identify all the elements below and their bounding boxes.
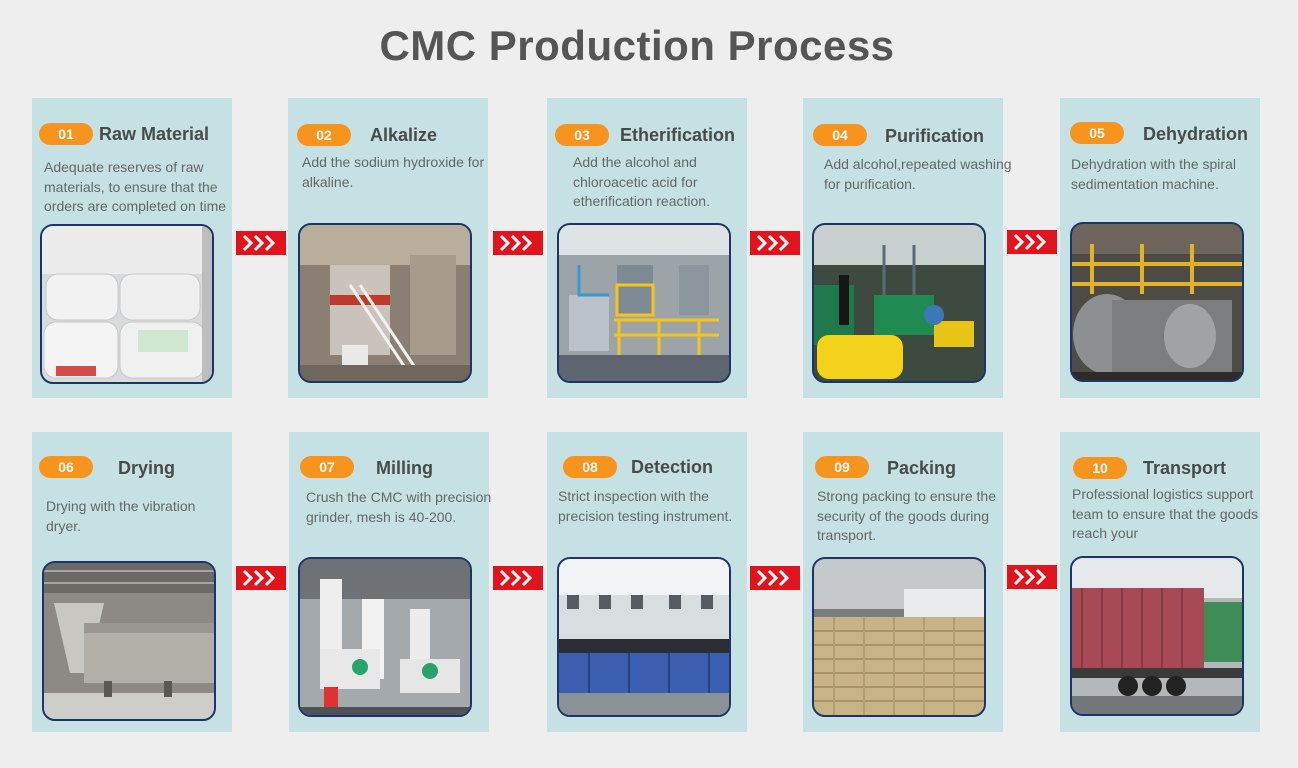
step-description: Adequate reserves of raw materials, to e… xyxy=(44,159,227,214)
step-card-06: 06 Drying Drying with the vibration drye… xyxy=(32,432,232,732)
dryer-photo xyxy=(42,561,216,721)
lab-photo xyxy=(557,557,731,717)
page-title: CMC Production Process xyxy=(379,22,895,69)
step-card-08: 08 Detection Strict inspection with the … xyxy=(547,432,747,732)
step-description: Dehydration with the spiral sedimentatio… xyxy=(1071,156,1236,192)
step-number-badge: 05 xyxy=(1070,122,1124,144)
step-description: Add the alcohol and chloroacetic acid fo… xyxy=(573,154,710,209)
step-card-01: 01 Raw Material Adequate reserves of raw… xyxy=(32,98,232,398)
step-description: Strict inspection with the precision tes… xyxy=(558,488,733,524)
triple-chevron-right-icon xyxy=(750,231,800,255)
step-name: Detection xyxy=(631,457,714,477)
step-description: Crush the CMC with precision grinder, me… xyxy=(306,489,492,525)
step-name: Transport xyxy=(1143,458,1227,478)
step-number-badge: 10 xyxy=(1073,457,1127,479)
step-card-02: 02 Alkalize Add the sodium hydroxide for… xyxy=(288,98,488,398)
step-number-badge: 08 xyxy=(563,456,617,478)
centrifuge-photo xyxy=(1070,222,1244,382)
step-name: Dehydration xyxy=(1143,124,1249,144)
step-description: Add the sodium hydroxide for alkaline. xyxy=(302,154,485,190)
container-truck-photo xyxy=(1070,556,1244,716)
step-card-10: 10 Transport Professional logistics supp… xyxy=(1060,432,1260,732)
step-name: Alkalize xyxy=(370,125,438,145)
triple-chevron-right-icon xyxy=(236,566,286,590)
step-description: Add alcohol,repeated washing for purific… xyxy=(824,156,1012,192)
step-description: Strong packing to ensure the security of… xyxy=(817,488,997,543)
step-number-badge: 06 xyxy=(39,456,93,478)
step-name: Packing xyxy=(887,458,957,478)
reactor-photo xyxy=(557,223,731,383)
step-card-04: 04 Purification Add alcohol,repeated was… xyxy=(803,98,1012,398)
grinder-photo xyxy=(298,557,472,717)
alkalize-tanks-photo xyxy=(298,223,472,383)
step-description: Professional logistics support team to e… xyxy=(1072,486,1259,541)
triple-chevron-right-icon xyxy=(236,231,286,255)
step-name: Etherification xyxy=(620,125,736,145)
bags-photo xyxy=(40,224,214,384)
triple-chevron-right-icon xyxy=(493,566,543,590)
step-description: Drying with the vibration dryer. xyxy=(46,498,196,534)
triple-chevron-right-icon xyxy=(493,231,543,255)
washing-machine-photo xyxy=(812,223,986,383)
step-card-05: 05 Dehydration Dehydration with the spir… xyxy=(1060,98,1260,398)
step-name: Drying xyxy=(118,458,176,478)
step-number-badge: 07 xyxy=(300,456,354,478)
step-name: Milling xyxy=(376,458,433,478)
triple-chevron-right-icon xyxy=(1007,230,1057,254)
step-card-07: 07 Milling Crush the CMC with precision … xyxy=(289,432,491,732)
step-card-03: 03 Etherification Add the alcohol and ch… xyxy=(547,98,747,398)
step-number-badge: 04 xyxy=(813,124,867,146)
step-number-badge: 02 xyxy=(297,124,351,146)
step-card-09: 09 Packing Strong packing to ensure the … xyxy=(803,432,1003,732)
step-number-badge: 01 xyxy=(39,123,93,145)
step-number-badge: 09 xyxy=(815,456,869,478)
step-name: Raw Material xyxy=(99,124,210,144)
triple-chevron-right-icon xyxy=(750,566,800,590)
warehouse-photo xyxy=(812,557,986,717)
step-name: Purification xyxy=(885,126,985,146)
triple-chevron-right-icon xyxy=(1007,565,1057,589)
step-number-badge: 03 xyxy=(555,124,609,146)
